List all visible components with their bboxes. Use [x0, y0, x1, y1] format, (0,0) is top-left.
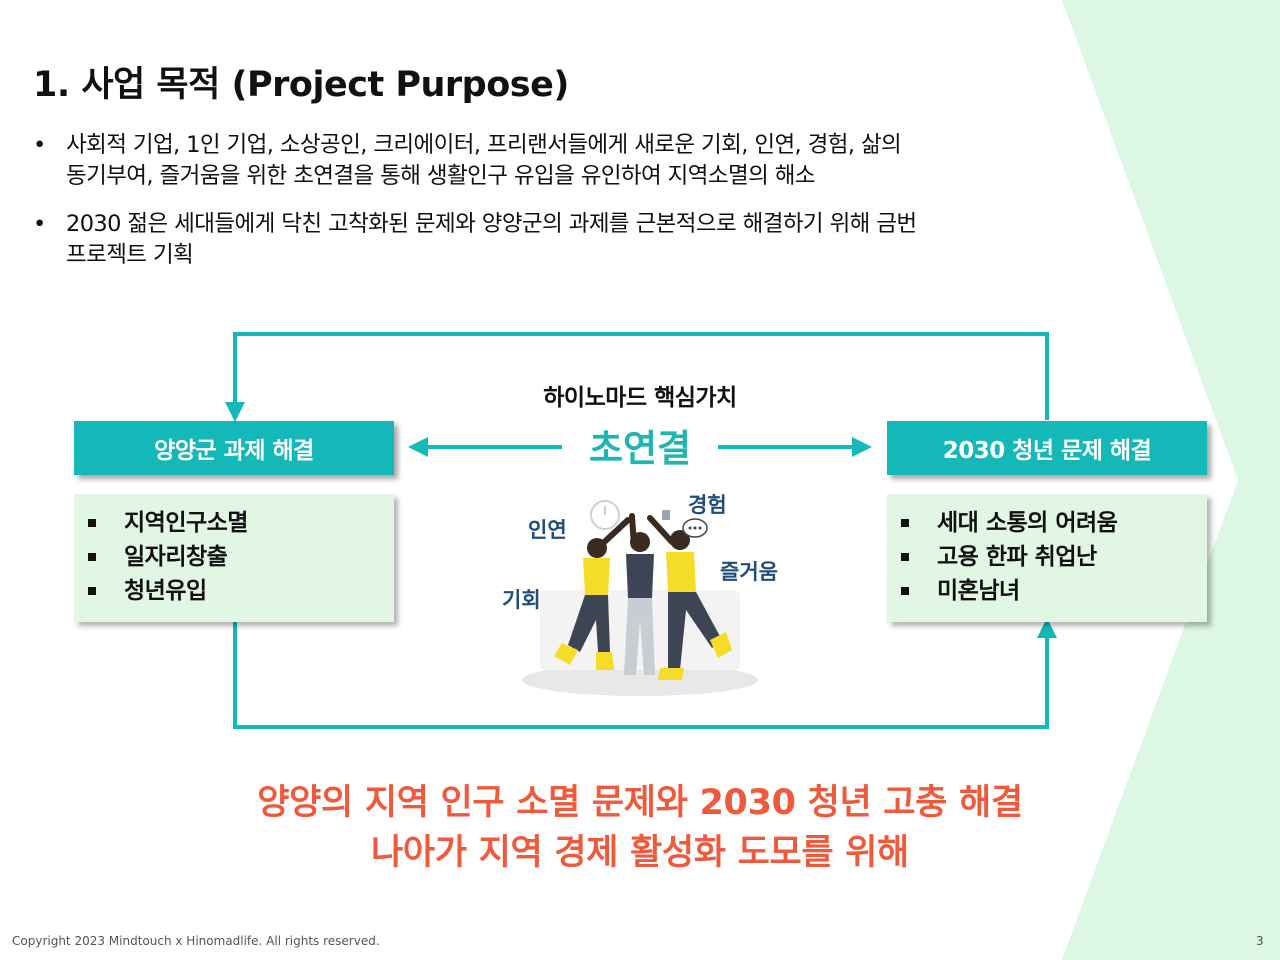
copyright-footer: Copyright 2023 Mindtouch x Hinomadlife. … — [12, 934, 380, 948]
square-bullet-icon — [901, 553, 909, 561]
left-box-title: 양양군 과제 해결 — [74, 421, 394, 475]
square-bullet-icon — [88, 519, 96, 527]
value-word-fun: 즐거움 — [720, 560, 778, 584]
bullet-dot: • — [33, 132, 46, 158]
square-bullet-icon — [901, 519, 909, 527]
bottom-loop-arrow — [233, 618, 1057, 729]
conclusion-line: 나아가 지역 경제 활성화 도모를 위해 — [371, 833, 909, 873]
bullet-dot: • — [33, 211, 46, 237]
list-item: 미혼남녀 — [887, 574, 1207, 608]
square-bullet-icon — [88, 553, 96, 561]
bullet-line: 2030 젊은 세대들에게 닥친 고착화된 문제와 양양군의 과제를 근본적으로… — [66, 211, 917, 237]
right-box-list: 세대 소통의 어려움 고용 한파 취업난 미혼남녀 — [887, 494, 1207, 622]
square-bullet-icon — [901, 587, 909, 595]
page-title: 1. 사업 목적 (Project Purpose) — [33, 65, 569, 105]
list-item: 일자리창출 — [74, 540, 394, 574]
list-item: 고용 한파 취업난 — [887, 540, 1207, 574]
list-item: 청년유입 — [74, 574, 394, 608]
purpose-bullets: • 사회적 기업, 1인 기업, 소상공인, 크리에이터, 프리랜서들에게 새로… — [30, 130, 1090, 288]
list-item: 지역인구소멸 — [74, 506, 394, 540]
core-value-text: 초연결 — [588, 427, 692, 470]
conclusion-statement: 양양의 지역 인구 소멸 문제와 2030 청년 고충 해결 나아가 지역 경제… — [140, 778, 1140, 878]
value-word-connection: 인연 — [528, 518, 567, 542]
top-loop-arrow — [225, 332, 1049, 422]
left-box-list: 지역인구소멸 일자리창출 청년유입 — [74, 494, 394, 622]
bullet-item: • 2030 젊은 세대들에게 닥친 고착화된 문제와 양양군의 과제를 근본적… — [30, 209, 1090, 271]
right-box-title: 2030 청년 문제 해결 — [887, 421, 1207, 475]
bullet-item: • 사회적 기업, 1인 기업, 소상공인, 크리에이터, 프리랜서들에게 새로… — [30, 130, 1090, 192]
square-bullet-icon — [88, 587, 96, 595]
value-word-opportunity: 기회 — [502, 588, 541, 612]
bullet-line: 동기부여, 즐거움을 위한 초연결을 통해 생활인구 유입을 유인하여 지역소멸… — [66, 163, 816, 189]
bullet-line: 사회적 기업, 1인 기업, 소상공인, 크리에이터, 프리랜서들에게 새로운 … — [66, 132, 902, 158]
bullet-line: 프로젝트 기획 — [66, 242, 194, 268]
core-value-label: 하이노마드 핵심가치 — [543, 385, 737, 411]
value-word-experience: 경험 — [688, 493, 727, 517]
people-high-five-illustration — [522, 500, 758, 696]
list-item: 세대 소통의 어려움 — [887, 506, 1207, 540]
page-number: 3 — [1256, 934, 1264, 948]
conclusion-line: 양양의 지역 인구 소멸 문제와 2030 청년 고충 해결 — [257, 783, 1023, 823]
